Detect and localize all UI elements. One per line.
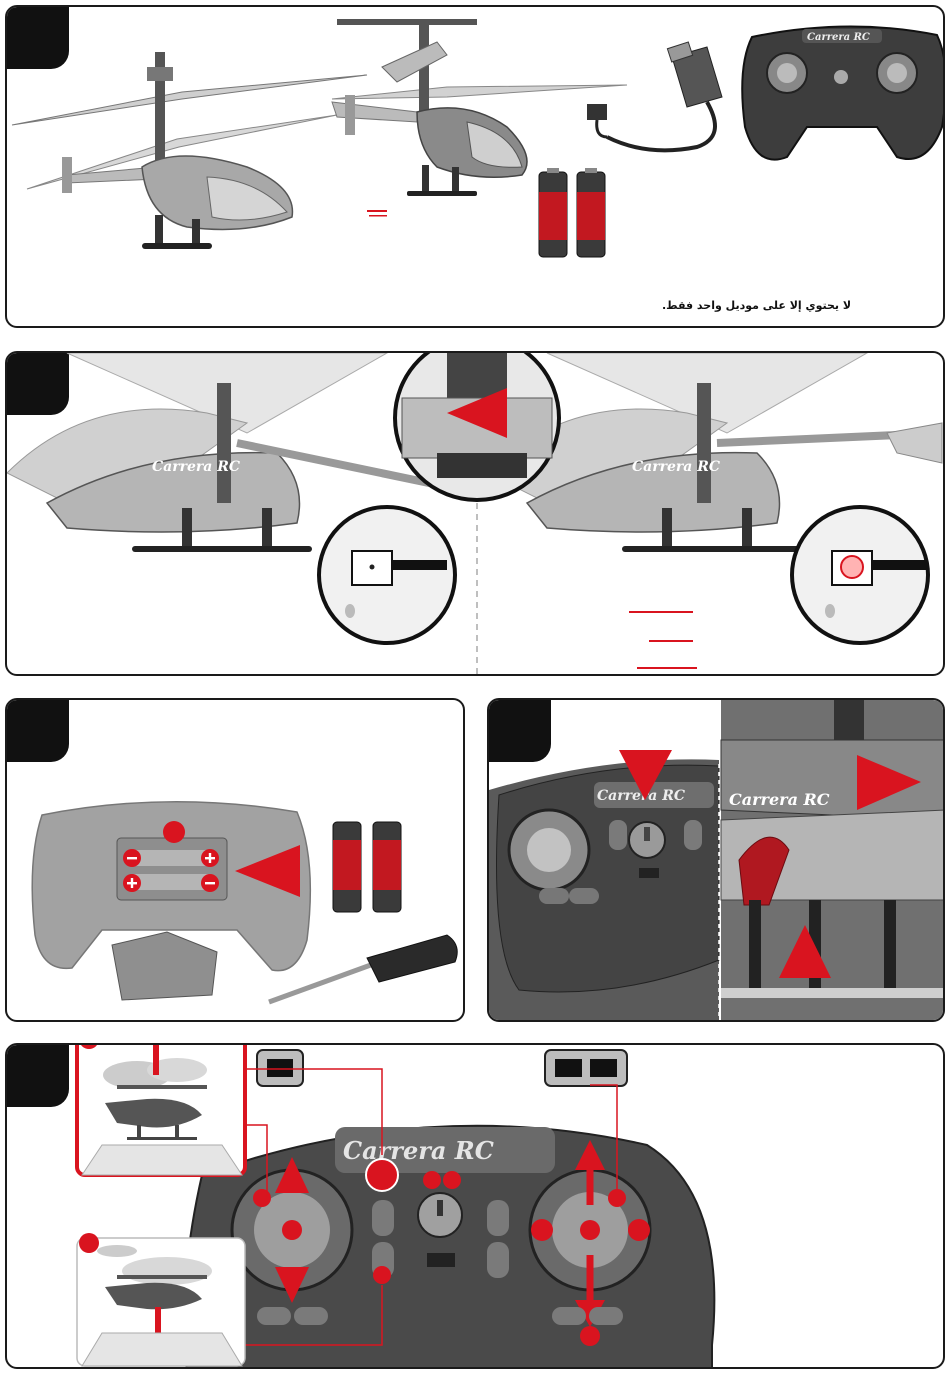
batteries-image: [333, 822, 401, 912]
marker-dot: [443, 1171, 461, 1189]
single-model-note: لا يحتوي إلا على موديل واحد فقط.: [662, 299, 851, 312]
charging-plug-zoom-off: [319, 507, 455, 643]
accent-line: [637, 667, 697, 669]
helicopter-brand-logo: Carrera RC: [632, 459, 720, 475]
remote-brand-logo: Carrera RC: [343, 1136, 494, 1165]
marker-dot: [163, 821, 185, 843]
battery-cover-image: [112, 932, 217, 1000]
marker-dot: [628, 1219, 650, 1241]
remote-closeup-image: Carrera RC: [489, 750, 719, 1022]
remote-controller-image: Carrera RC: [742, 26, 945, 159]
charging-illustration: Carrera RC Carrera RC: [7, 353, 945, 676]
marker-dot: [608, 1189, 626, 1207]
panel-flight-controls: Carrera RC: [5, 1043, 945, 1369]
batteries-image: [539, 168, 605, 257]
remote-brand-logo: Carrera RC: [807, 32, 870, 43]
panel-insert-batteries: [5, 698, 465, 1022]
panel-switch-on: Carrera RC Carrera RC: [487, 698, 945, 1022]
battery-install-illustration: [7, 700, 465, 1022]
helicopter-brand-logo: Carrera RC: [152, 459, 240, 475]
ascend-inset-image: [77, 1045, 245, 1175]
marker-dot: [423, 1171, 441, 1189]
charging-plug-zoom-on: [792, 507, 928, 643]
helicopter-model-2-image: [332, 19, 627, 196]
accent-line: [367, 210, 387, 212]
accent-line: [369, 215, 387, 217]
power-switch-zoom-circle: [395, 353, 559, 500]
flight-controls-illustration: Carrera RC: [7, 1045, 945, 1369]
panel-charging: Carrera RC Carrera RC: [5, 351, 945, 676]
marker-dot: [531, 1219, 553, 1241]
marker-dot: [79, 1233, 99, 1253]
helicopter-model-1-image: [12, 52, 367, 249]
marker-dot: [282, 1220, 302, 1240]
panel-package-contents: Carrera RC لا يحتوي إلا على موديل واحد ف…: [5, 5, 945, 328]
marker-dot: [580, 1220, 600, 1240]
accent-line: [649, 640, 693, 642]
marker-dot: [373, 1266, 391, 1284]
helicopter-closeup-image: Carrera RC: [721, 700, 945, 1022]
helicopter-brand-logo: Carrera RC: [729, 790, 830, 809]
usb-charging-cable-image: [587, 42, 722, 150]
marker-dot: [253, 1189, 271, 1207]
marker-dot: [580, 1326, 600, 1346]
descend-inset-image: [77, 1233, 245, 1366]
accent-line: [629, 611, 693, 613]
package-contents-illustration: Carrera RC: [7, 7, 945, 328]
charging-led-icon: [841, 556, 863, 578]
marker-dot: [366, 1159, 398, 1191]
switch-on-illustration: Carrera RC Carrera RC: [489, 700, 945, 1022]
